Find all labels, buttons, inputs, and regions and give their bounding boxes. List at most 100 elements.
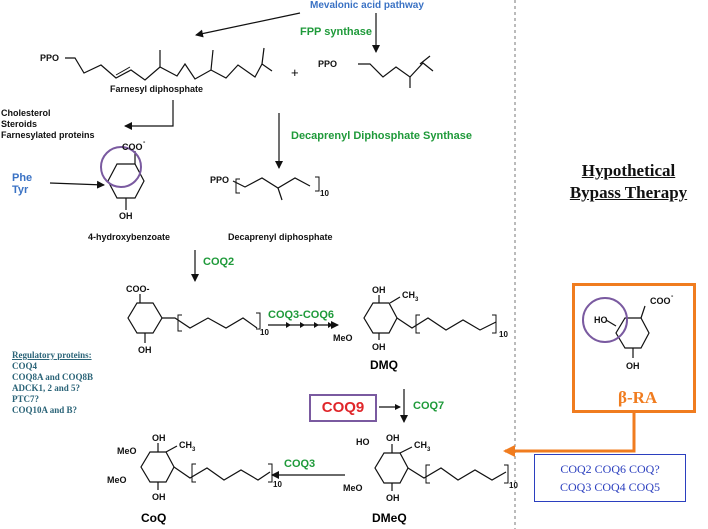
- regulatory-item: PTC7?: [12, 394, 39, 404]
- bypass-genes-line1: COQ2 COQ6 COQ?: [560, 462, 660, 476]
- bypass-title-line1: Hypothetical: [581, 161, 676, 180]
- beta-ra-cooh: COO: [650, 296, 671, 306]
- arrow-farnesyl-to-branch: [124, 100, 174, 130]
- dmq-ch3-sub: 3: [415, 296, 419, 303]
- coq-brackets: [191, 463, 273, 483]
- dmeq-brackets: [425, 464, 509, 484]
- dmeq-ch3-text: CH: [414, 440, 427, 450]
- mini-arrow-3: [314, 322, 319, 328]
- hb-oh: OH: [119, 211, 133, 221]
- coq2-product-cooh: COO-: [126, 284, 150, 294]
- regulatory-item: COQ8A and COQ8B: [12, 372, 94, 382]
- beta-ra-cooh-charge: -: [671, 293, 674, 300]
- decaprenyl-label: Decaprenyl diphosphate: [228, 232, 333, 242]
- coq2-product-ring: [127, 302, 163, 334]
- bypass-title: Hypothetical Bypass Therapy: [556, 160, 701, 204]
- branch-steroids: Steroids: [1, 119, 38, 129]
- branch-cholesterol: Cholesterol: [1, 108, 51, 118]
- dmeq-oh-top: OH: [386, 433, 400, 443]
- coq-subscript: 10: [273, 480, 282, 489]
- dmeq-oh-bottom: OH: [386, 493, 400, 503]
- bypass-genes-line2: COQ3 COQ4 COQ5: [559, 480, 660, 494]
- coq3-label: COQ3: [284, 458, 316, 470]
- coq2-enzyme-label: COQ2: [203, 256, 235, 268]
- decaprenyl-brackets: [235, 176, 320, 194]
- farnesyl-chain: [65, 57, 273, 81]
- farnesyl-methyl-2: [210, 49, 214, 71]
- coq2-brackets: [177, 312, 261, 332]
- farnesyl-double-1: [115, 66, 131, 76]
- dmq-oh-top: OH: [372, 285, 386, 295]
- phe-label: Phe: [12, 172, 33, 184]
- dmeq-ho: HO: [356, 437, 370, 447]
- regulatory-heading: Regulatory proteins:: [12, 350, 92, 360]
- arrow-bypass: [503, 413, 636, 457]
- beta-ra-label: β-RA: [618, 388, 658, 407]
- hb-cooh-charge: -: [143, 139, 146, 146]
- dmeq-subscript: 10: [509, 481, 518, 490]
- coq-meo-top: MeO: [117, 446, 137, 456]
- decaprenyl-chain: [232, 177, 311, 189]
- fpp-synthase-label: FPP synthase: [300, 26, 372, 38]
- coq-ch3: CH3: [179, 441, 195, 453]
- arrow-phe-tyr: [49, 180, 105, 189]
- farnesyl-label: Farnesyl diphosphate: [110, 84, 204, 94]
- coq-ring: [140, 451, 175, 483]
- bypass-title-line2: Bypass Therapy: [569, 183, 688, 202]
- decaprenyl-methyl: [277, 187, 283, 201]
- hydroxybenzoate-label: 4-hydroxybenzoate: [88, 232, 171, 242]
- dmq-chain: [396, 317, 497, 331]
- coq-label: CoQ: [141, 511, 167, 525]
- dmq-label: DMQ: [370, 358, 398, 372]
- ipp-double: [419, 55, 431, 65]
- coq-oh-bottom: OH: [152, 492, 166, 502]
- beta-ra-ho: HO: [594, 315, 608, 325]
- dmq-ring: [363, 302, 398, 334]
- regulatory-list: Regulatory proteins: COQ4 COQ8A and COQ8…: [12, 350, 93, 416]
- coq-oh-top: OH: [152, 433, 166, 443]
- arrow-mevalonic-to-farnesyl: [195, 12, 301, 38]
- plus-sign: +: [291, 65, 299, 80]
- regulatory-item: ADCK1, 2 and 5?: [12, 383, 81, 393]
- ppo-ipp: PPO: [318, 59, 338, 69]
- ipp-chain: [358, 62, 434, 78]
- ppo-decaprenyl: PPO: [210, 175, 230, 185]
- dmeq-ch3: CH3: [414, 441, 430, 453]
- decaprenyl-synthase-label: Decaprenyl Diphosphate Synthase: [291, 130, 472, 142]
- dmq-ch3-text: CH: [402, 290, 415, 300]
- mini-arrow-1: [286, 322, 291, 328]
- coq-ch3-bond: [165, 445, 178, 453]
- farnesyl-methyl-3: [261, 47, 265, 65]
- mini-arrow-4: [328, 322, 333, 328]
- dmq-subscript: 10: [499, 330, 508, 339]
- coq-meo-bottom: MeO: [107, 475, 127, 485]
- hb-circle: [100, 146, 142, 188]
- coq2-product-chain: [162, 317, 258, 329]
- decaprenyl-subscript: 10: [320, 189, 329, 198]
- regulatory-item: COQ4: [12, 361, 38, 371]
- hb-cooh: COO: [122, 142, 143, 152]
- dmq-oh-bottom: OH: [372, 342, 386, 352]
- branch-farnesylated: Farnesylated proteins: [1, 130, 95, 140]
- dmeq-meo: MeO: [343, 483, 363, 493]
- beta-ra-oh: OH: [626, 361, 640, 371]
- regulatory-item: COQ10A and B?: [12, 405, 78, 415]
- dmq-meo: MeO: [333, 333, 353, 343]
- coq-ch3-text: CH: [179, 440, 192, 450]
- dmq-ch3-bond: [389, 296, 401, 304]
- coq2-product-subscript: 10: [260, 328, 269, 337]
- dmeq-label: DMeQ: [372, 511, 407, 525]
- dmeq-ch3-sub: 3: [427, 446, 431, 453]
- mevalonic-label: Mevalonic acid pathway: [310, 0, 424, 11]
- coq-chain: [173, 466, 271, 481]
- coq-ch3-sub: 3: [192, 446, 196, 453]
- bypass-genes-box: COQ2 COQ6 COQ? COQ3 COQ4 COQ5: [534, 454, 686, 502]
- hydroxybenzoate-ring: [107, 163, 145, 199]
- coq9-box: COQ9: [309, 394, 377, 422]
- tyr-label: Tyr: [12, 184, 29, 196]
- ppo-farnesyl: PPO: [40, 53, 60, 63]
- dmeq-chain: [407, 467, 507, 481]
- mini-arrow-2: [300, 322, 305, 328]
